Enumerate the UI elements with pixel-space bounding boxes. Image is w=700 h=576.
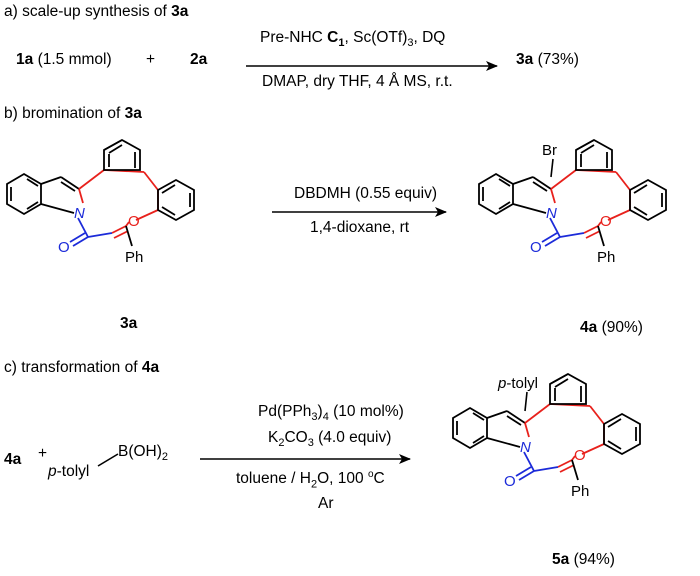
- bromine-atom: Br: [542, 142, 557, 159]
- molecule-5a: [452, 373, 641, 501]
- condition-c-2: K2CO3 (4.0 equiv): [268, 430, 391, 449]
- molecule-3a: [6, 139, 195, 267]
- condition-c-4: Ar: [318, 495, 334, 512]
- product-3a-label: 3a: [516, 51, 534, 68]
- c1-a: Pd(PPh: [258, 403, 312, 420]
- compound-3a-label: 3a: [120, 315, 138, 332]
- reactant-1a-amount: (1.5 mmol): [37, 51, 112, 68]
- c2-d: 3: [307, 437, 314, 450]
- condition-b-bottom: 1,4-dioxane, rt: [310, 219, 410, 236]
- c3-d: o: [367, 469, 374, 480]
- compound-4a-yield: (90%): [601, 319, 643, 336]
- cond-a-catalyst: C: [327, 29, 339, 46]
- condition-a-bottom: DMAP, dry THF, 4 Å MS, r.t.: [262, 73, 453, 90]
- cond-a-text-3: , DQ: [413, 29, 446, 46]
- compound-5a-yield: (94%): [573, 551, 615, 568]
- plus-sign-a: +: [146, 51, 156, 68]
- c3-e: C: [373, 470, 385, 488]
- bromine-bond: [550, 158, 554, 178]
- tolyl-sub-rest: -tolyl: [506, 375, 538, 392]
- c3-c: O, 100: [317, 470, 368, 488]
- section-c-header-text: c) transformation of: [4, 359, 142, 376]
- section-b-header-compound: 3a: [124, 105, 142, 122]
- boronic-group-text: B(OH): [118, 443, 162, 460]
- condition-c-1: Pd(PPh3)4 (10 mol%): [258, 404, 404, 423]
- compound-4a-name: 4a: [580, 319, 598, 336]
- tolyl-rest: -tolyl: [56, 463, 90, 480]
- c1-d: 4: [322, 411, 329, 424]
- cond-a-text-2: , Sc(OTf): [344, 29, 408, 46]
- reactant-4a: 4a: [4, 451, 22, 468]
- section-c-header: c) transformation of 4a: [4, 360, 159, 376]
- condition-a-top: Pre-NHC C1, Sc(OTf)3, DQ: [260, 30, 445, 49]
- reactant-1a-label: 1a: [16, 51, 34, 68]
- cond-a-text-1: Pre-NHC: [260, 29, 328, 46]
- cond-a-sub: 3: [407, 37, 414, 50]
- c1-b: 3: [311, 411, 318, 424]
- tolyl-substituent: p-tolyl: [497, 375, 538, 392]
- tolyl-sub-p: p: [497, 375, 506, 392]
- compound-5a-name: 5a: [552, 551, 570, 568]
- boronic-acid-tolyl: p-tolyl: [48, 464, 89, 480]
- compound-4a-label: 4a (90%): [580, 320, 643, 336]
- cond-a-catalyst-sub: 1: [338, 37, 345, 50]
- c2-e: (4.0 equiv): [313, 429, 392, 446]
- c2-a: K: [268, 429, 279, 446]
- molecule-4a: [478, 139, 667, 267]
- section-b-header: b) bromination of 3a: [4, 106, 142, 122]
- condition-b-top: DBDMH (0.55 equiv): [294, 185, 437, 202]
- reactant-2a: 2a: [190, 51, 208, 68]
- boronic-sub: 2: [161, 451, 169, 464]
- boronic-acid-group: B(OH)2: [118, 444, 168, 463]
- section-c-header-compound: 4a: [141, 359, 160, 376]
- c1-e: (10 mol%): [328, 403, 404, 420]
- section-b-header-text: b) bromination of: [4, 105, 125, 122]
- plus-sign-c: +: [38, 445, 48, 462]
- section-a-header: a) scale-up synthesis of 3a: [4, 4, 188, 20]
- boron-tolyl-bond: [97, 453, 119, 467]
- section-a-header-text: a) scale-up synthesis of: [4, 3, 172, 20]
- reactant-1a: 1a (1.5 mmol): [16, 52, 112, 68]
- c1-c: ): [317, 403, 323, 420]
- product-3a: 3a (73%): [516, 52, 579, 68]
- product-3a-yield: (73%): [537, 51, 579, 68]
- compound-5a-label: 5a (94%): [552, 552, 615, 568]
- c3-a: toluene / H: [236, 470, 311, 488]
- tolyl-bond: [524, 391, 528, 412]
- section-a-header-compound: 3a: [171, 3, 189, 20]
- tolyl-p: p: [48, 463, 57, 480]
- c2-b: 2: [278, 437, 285, 450]
- c3-b: 2: [310, 478, 318, 491]
- c2-c: CO: [284, 429, 308, 446]
- condition-c-3: toluene / H2O, 100 oC: [236, 470, 385, 490]
